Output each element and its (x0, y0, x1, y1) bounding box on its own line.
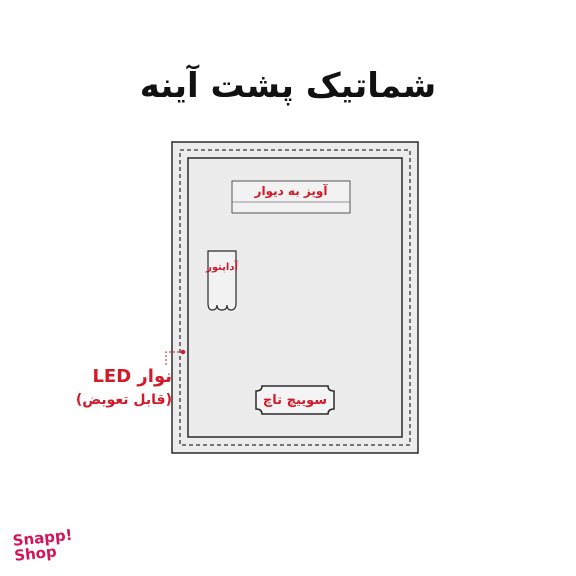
touch-switch (255, 385, 335, 415)
wall-hanger (231, 180, 351, 214)
led-callout-line (165, 351, 183, 366)
wall-hanger-label: آویز به دیوار (254, 184, 328, 198)
adapter (207, 250, 237, 311)
led-strip-label: نوار LED (92, 366, 172, 387)
diagram-title: شماتیک پشت آینه (139, 66, 437, 106)
touch-switch-label: سوییچ تاچ (262, 393, 328, 408)
inner-frame (187, 157, 403, 438)
snapp-shop-logo: Snapp! Shop (12, 526, 75, 565)
led-strip-path (179, 149, 411, 446)
adapter-label: آداپتور (206, 262, 238, 273)
led-strip-note: (قابل تعویض) (75, 392, 172, 408)
